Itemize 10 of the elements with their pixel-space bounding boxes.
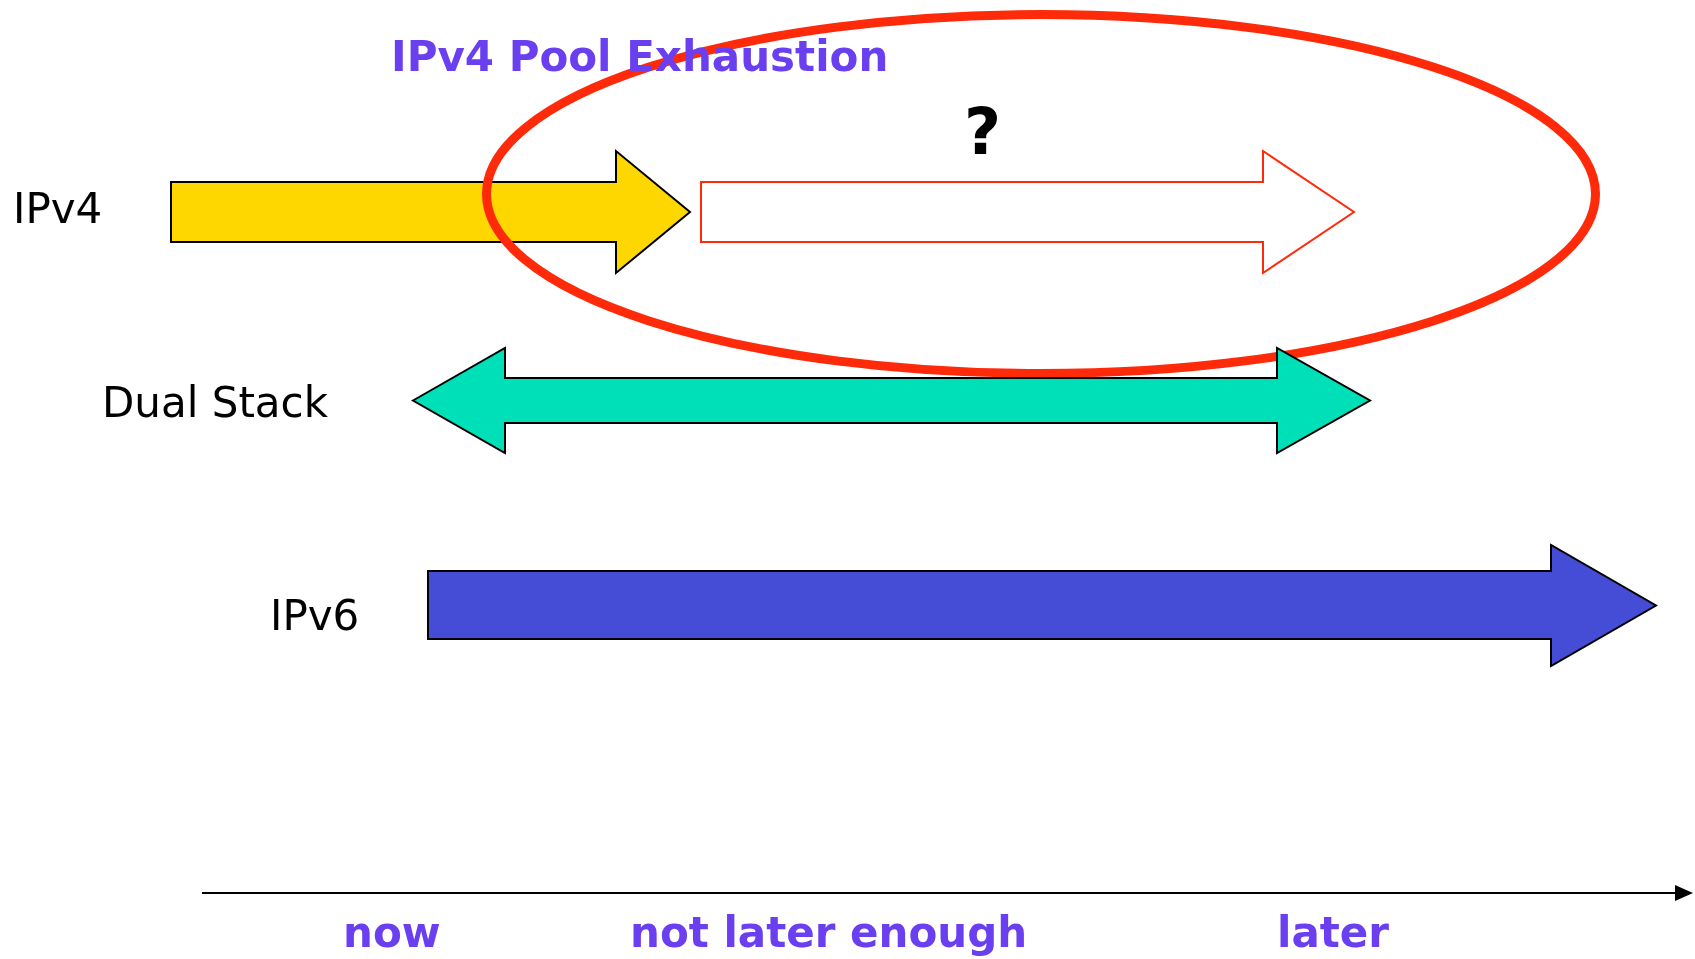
row-label: IPv4 [13, 188, 103, 230]
block-arrow [427, 542, 1658, 669]
axis-label: not later enough [630, 912, 1028, 954]
row-label: Dual Stack [102, 382, 328, 424]
row-label: IPv6 [270, 595, 360, 637]
axis-label: now [343, 912, 441, 954]
axis-label: later [1277, 912, 1389, 954]
block-arrow [170, 148, 692, 276]
question-mark: ? [964, 100, 1002, 164]
double-headed-arrow [412, 345, 1372, 457]
